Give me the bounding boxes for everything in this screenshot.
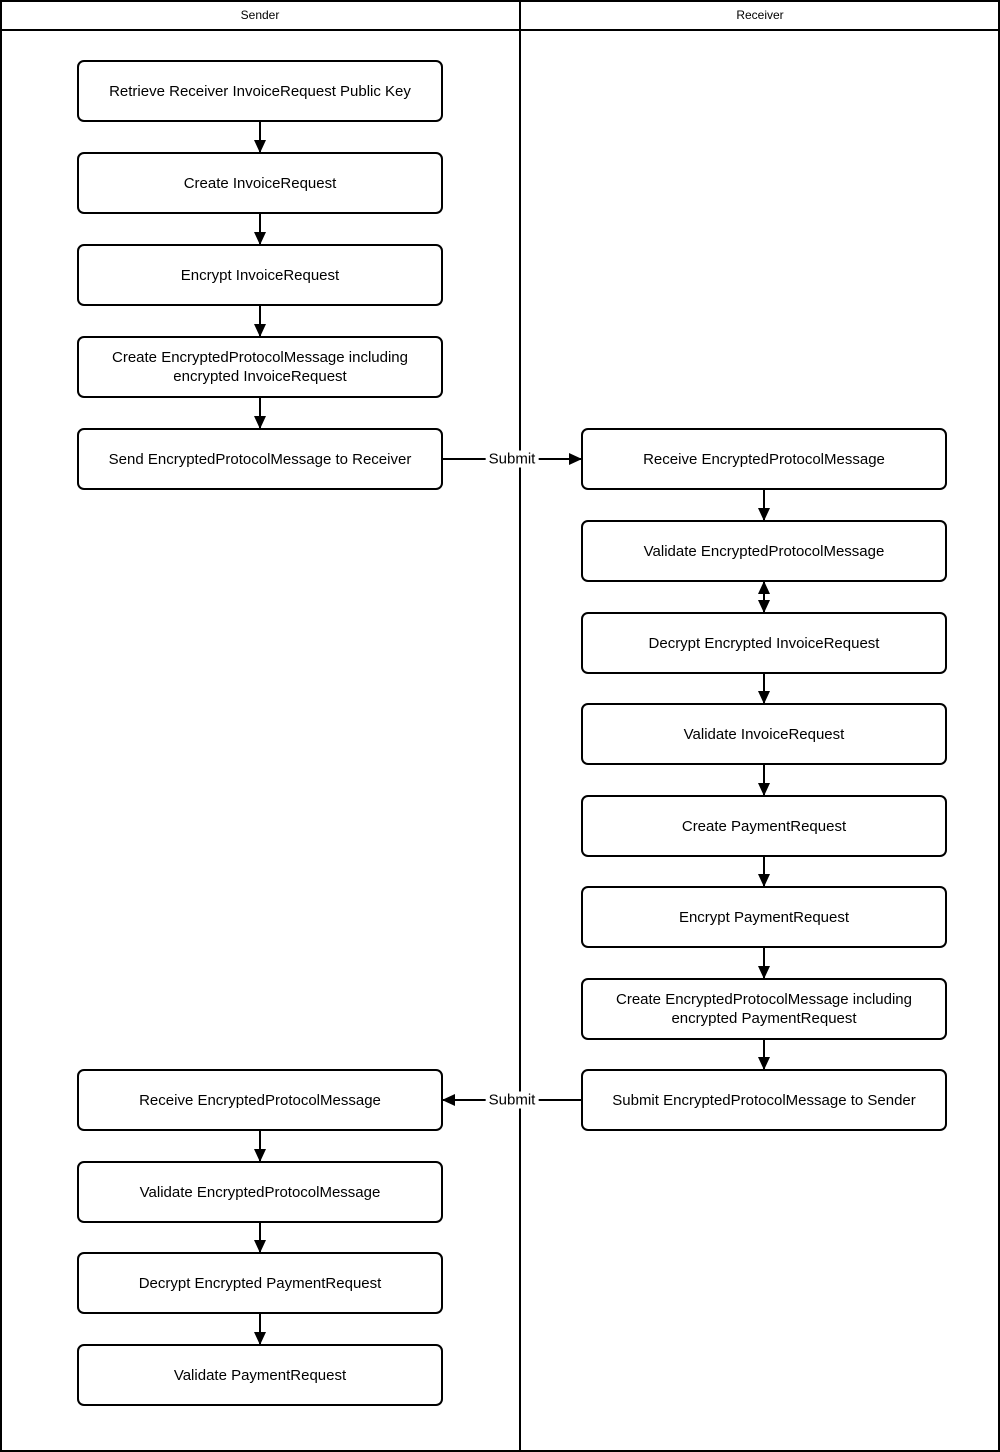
flow-node-r3: Decrypt Encrypted InvoiceRequest: [581, 612, 947, 674]
arrowhead-down-icon: [254, 1240, 266, 1253]
arrow-s3-to-s4: [254, 306, 266, 337]
arrow-s2-to-s3: [254, 214, 266, 245]
flow-node-r2: Validate EncryptedProtocolMessage: [581, 520, 947, 582]
flow-node-r1: Receive EncryptedProtocolMessage: [581, 428, 947, 490]
arrowhead-down-icon: [758, 508, 770, 521]
arrowhead-down-icon: [758, 966, 770, 979]
lane-header: Sender Receiver: [0, 0, 1000, 31]
flow-node-s5: Send EncryptedProtocolMessage to Receive…: [77, 428, 443, 490]
arrow-r3-to-r4: [758, 674, 770, 704]
arrowhead-left-icon: [442, 1094, 455, 1106]
arrowhead-down-icon: [254, 232, 266, 245]
lane-divider: [519, 0, 521, 1452]
arrowhead-down-icon: [758, 691, 770, 704]
arrow-r2-to-r3: [758, 581, 770, 613]
flow-node-s4: Create EncryptedProtocolMessage includin…: [77, 336, 443, 398]
flow-node-s3: Encrypt InvoiceRequest: [77, 244, 443, 306]
flow-node-r4: Validate InvoiceRequest: [581, 703, 947, 765]
arrowhead-down-icon: [758, 874, 770, 887]
flow-node-s2: Create InvoiceRequest: [77, 152, 443, 214]
flow-node-r6: Encrypt PaymentRequest: [581, 886, 947, 948]
arrow-s7-to-s8: [254, 1223, 266, 1253]
arrow-r7-to-r8: [758, 1040, 770, 1070]
arrowhead-right-icon: [569, 453, 582, 465]
arrowhead-down-icon: [254, 1332, 266, 1345]
arrow-r5-to-r6: [758, 857, 770, 887]
arrow-s8-to-s9: [254, 1314, 266, 1345]
arrow-r1-to-r2: [758, 490, 770, 521]
arrow-s1-to-s2: [254, 122, 266, 153]
arrowhead-down-icon: [758, 1057, 770, 1070]
edge-label: Submit: [485, 450, 539, 468]
arrow-s5-to-r1: Submit: [443, 450, 582, 468]
flow-node-s6: Receive EncryptedProtocolMessage: [77, 1069, 443, 1131]
arrowhead-down-icon: [254, 140, 266, 153]
arrow-r8-to-s6: Submit: [442, 1091, 581, 1109]
arrowhead-down-icon: [254, 416, 266, 429]
arrowhead-down-icon: [758, 600, 770, 613]
arrowhead-down-icon: [254, 324, 266, 337]
arrow-r6-to-r7: [758, 948, 770, 979]
arrowhead-down-icon: [758, 783, 770, 796]
arrowhead-down-icon: [254, 1149, 266, 1162]
lane-title-receiver: Receiver: [736, 7, 784, 22]
arrowhead-up-icon: [758, 581, 770, 594]
arrow-s4-to-s5: [254, 398, 266, 429]
edge-label: Submit: [485, 1091, 539, 1109]
arrow-s6-to-s7: [254, 1131, 266, 1162]
flow-node-s7: Validate EncryptedProtocolMessage: [77, 1161, 443, 1223]
flow-node-r7: Create EncryptedProtocolMessage includin…: [581, 978, 947, 1040]
lane-title-sender: Sender: [240, 7, 280, 22]
flow-node-s8: Decrypt Encrypted PaymentRequest: [77, 1252, 443, 1314]
flow-node-s9: Validate PaymentRequest: [77, 1344, 443, 1406]
arrow-r4-to-r5: [758, 765, 770, 796]
flow-node-r5: Create PaymentRequest: [581, 795, 947, 857]
flow-node-s1: Retrieve Receiver InvoiceRequest Public …: [77, 60, 443, 122]
flow-node-r8: Submit EncryptedProtocolMessage to Sende…: [581, 1069, 947, 1131]
